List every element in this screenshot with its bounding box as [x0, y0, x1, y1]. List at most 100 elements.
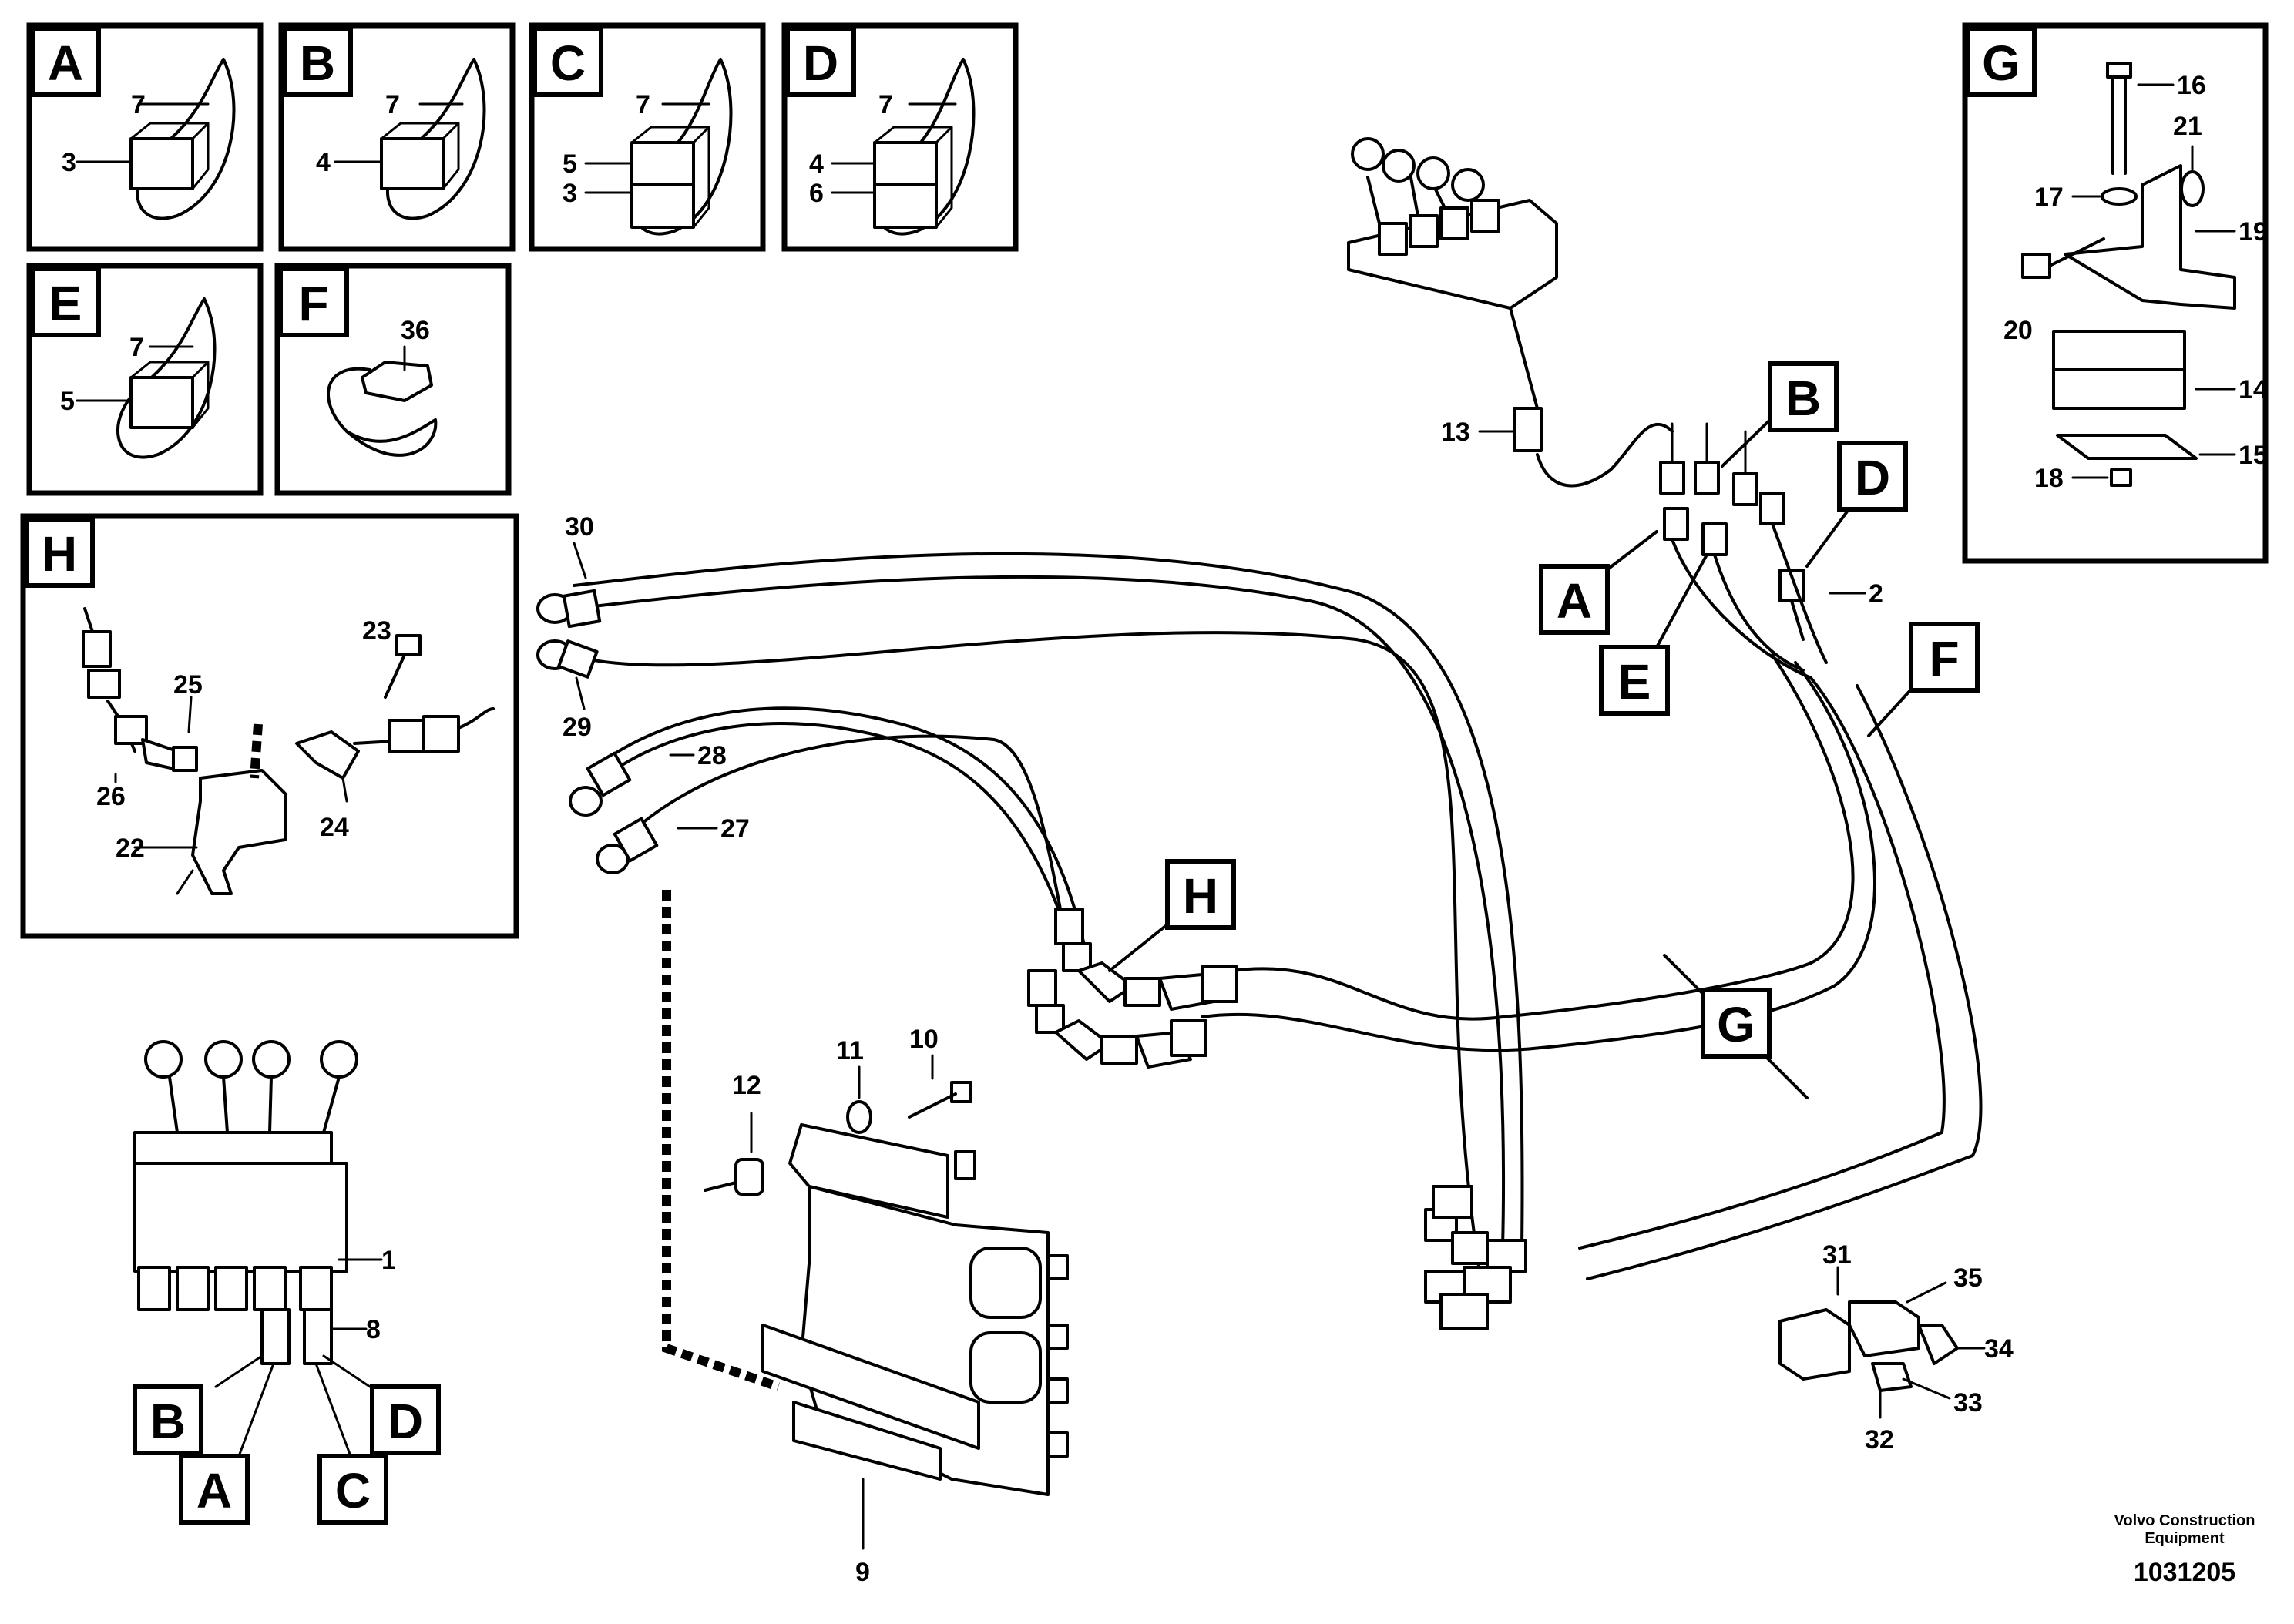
footer: Volvo Construction Equipment 1031205 [2114, 1512, 2255, 1587]
part-number: 28 [697, 741, 727, 770]
hose-end-fittings [536, 407, 1543, 1330]
part-number: 19 [2239, 217, 2268, 247]
dashed-route [662, 890, 780, 1391]
main-part-labels: 30 29 28 27 13 2 [563, 418, 1883, 844]
cable-tie-icon [136, 58, 236, 220]
callout-g-box [1701, 988, 1772, 1059]
part-number: 25 [173, 670, 203, 700]
part-number: 2 [1869, 579, 1883, 609]
callout-d-lower-box [370, 1384, 441, 1455]
part-number: 22 [116, 834, 145, 863]
dashed-route [250, 723, 263, 779]
part-number: 13 [1441, 418, 1470, 447]
part-number: 27 [720, 814, 750, 844]
inset-label-c: C [550, 35, 586, 91]
callout-a-box [1539, 564, 1610, 635]
drawing-number: 1031205 [2134, 1558, 2235, 1587]
callout-a: A [1557, 573, 1592, 629]
inset-label-b: B [300, 35, 335, 91]
part-number: 24 [320, 813, 349, 842]
callout-d-lower: D [388, 1394, 423, 1449]
callout-b: B [1785, 371, 1821, 426]
lower-control-unit: 1 8 [133, 1040, 396, 1458]
inset-frame-a: A 7 3 [26, 22, 264, 252]
main-callouts: B D A E F H G B D A C [133, 361, 1980, 1525]
part-number: 21 [2173, 112, 2202, 141]
part-number: 12 [732, 1071, 761, 1100]
part-number: 29 [563, 713, 592, 742]
part-number: 20 [2003, 316, 2033, 345]
inset-frame-f: F 36 [274, 263, 512, 496]
inset-label-a-box [30, 26, 101, 97]
part-number: 34 [1984, 1334, 2014, 1364]
sensor-fittings: 31 35 34 33 32 [1778, 1240, 2014, 1455]
inset-frame-g: G 16 17 19 21 20 14 15 18 [1962, 22, 2269, 564]
callout-b-box [1768, 361, 1839, 432]
inset-label-a: A [48, 35, 83, 91]
part-number: 7 [385, 90, 400, 119]
part-number: 7 [878, 90, 893, 119]
part-number: 31 [1822, 1240, 1852, 1270]
inset-label-e-box [30, 267, 101, 337]
brand-line-2: Equipment [2145, 1530, 2225, 1547]
part-number: 33 [1953, 1388, 1983, 1418]
part-number: 17 [2034, 183, 2064, 212]
callout-h: H [1183, 868, 1218, 924]
part-number: 5 [60, 387, 75, 416]
part-number: 7 [131, 90, 146, 119]
part-number: 4 [809, 149, 824, 179]
callout-b-lower-box [133, 1384, 203, 1455]
inset-label-h-box [24, 517, 95, 588]
callout-c-lower: C [335, 1463, 371, 1518]
part-number: 30 [565, 512, 594, 542]
callout-e-box [1599, 645, 1670, 716]
callout-a-lower: A [196, 1463, 232, 1518]
callout-a-lower-box [179, 1454, 250, 1525]
part-number: 23 [362, 616, 391, 646]
part-number: 8 [366, 1315, 381, 1344]
part-number: 11 [836, 1036, 864, 1065]
part-number: 7 [129, 333, 144, 362]
inset-label-f-box [278, 267, 349, 337]
part-number: 1 [381, 1246, 396, 1275]
hose-30 [573, 575, 1506, 1250]
callout-d-box [1837, 441, 1908, 512]
part-number: 6 [809, 179, 824, 208]
part-number: 14 [2239, 375, 2268, 404]
part-number: 3 [563, 179, 577, 208]
part-number: 35 [1953, 1263, 1983, 1293]
callout-e: E [1618, 654, 1651, 710]
part-number: 7 [636, 90, 650, 119]
strap-buckle-icon [361, 361, 433, 402]
callout-h-box [1165, 859, 1236, 930]
inset-label-e: E [49, 276, 82, 331]
inset-frame-e: E 7 5 [26, 263, 264, 496]
inset-frame-c: C 7 5 3 [529, 22, 766, 252]
inset-label-d: D [803, 35, 838, 91]
inset-label-g-box [1966, 26, 2037, 97]
callout-b-lower: B [150, 1394, 186, 1449]
part-number: 3 [62, 148, 76, 177]
part-number: 16 [2177, 71, 2206, 100]
callout-c-lower-box [317, 1454, 388, 1525]
main-valve: 9 10 11 12 [662, 890, 1069, 1587]
part-number: 18 [2034, 464, 2064, 493]
part-number: 4 [316, 148, 331, 177]
inset-label-h: H [42, 526, 77, 582]
part-number: 26 [96, 782, 126, 811]
inset-label-d-box [785, 26, 856, 97]
part-number: 9 [855, 1558, 870, 1587]
clamp-block-icon [129, 137, 194, 190]
part-number: 5 [563, 149, 577, 179]
callout-g: G [1717, 997, 1755, 1052]
inset-label-g: G [1982, 35, 2020, 91]
inset-frame-d: D 7 4 6 [781, 22, 1019, 252]
fitting-bundle [1659, 422, 1828, 679]
inset-label-c-box [532, 26, 603, 97]
callout-f: F [1929, 631, 1959, 686]
inset-frame-b: B 7 4 [278, 22, 516, 252]
inset-label-b-box [282, 26, 353, 97]
part-number: 32 [1865, 1425, 1894, 1455]
